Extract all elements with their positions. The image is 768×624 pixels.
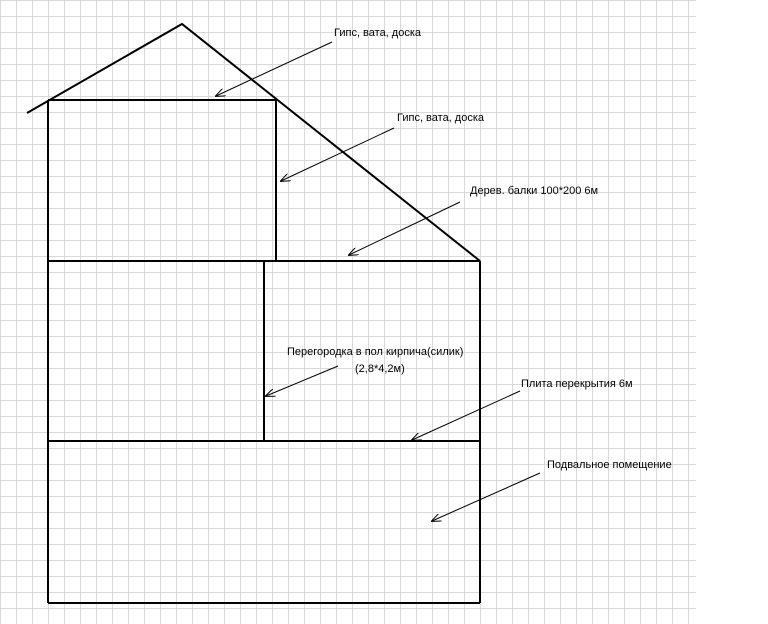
partition-label-line2: (2,8*4,2м): [355, 363, 405, 375]
slab-arrow: [412, 390, 521, 440]
beams-label: Дерев. балки 100*200 6м: [470, 185, 599, 197]
attic-ceiling-arrow: [216, 41, 333, 96]
attic-wall-arrow: [281, 127, 395, 181]
basement-arrow: [432, 472, 541, 521]
attic-ceiling-label: Гипс, вата, доска: [334, 27, 422, 39]
beams-arrow: [349, 201, 461, 255]
partition-arrow: [266, 365, 339, 396]
basement-label: Подвальное помещение: [547, 459, 672, 471]
roof-outline: [26, 22, 481, 262]
slab-label: Плита перекрытия 6м: [521, 378, 633, 390]
grid-background: [0, 0, 696, 624]
partition-label-line1: Перегородка в пол кирпича(силик): [287, 346, 464, 358]
sheet-margin: [696, 0, 768, 624]
attic-wall-label: Гипс, вата, доска: [397, 112, 485, 124]
